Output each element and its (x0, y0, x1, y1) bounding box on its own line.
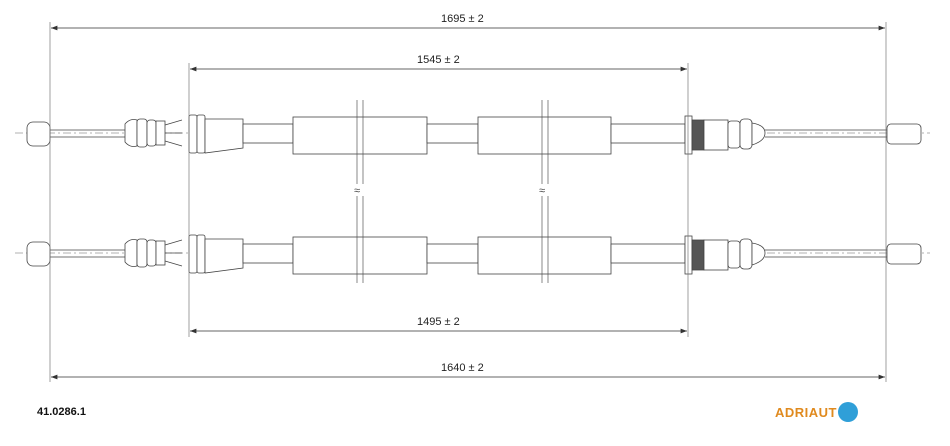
logo-text: ADRIAUT (775, 404, 837, 420)
cable-bottom (14, 234, 931, 275)
cable-top (14, 114, 931, 155)
dimension-label-overall-bottom: 1640 ± 2 (441, 362, 484, 374)
dimension-label-sheath-bottom: 1495 ± 2 (417, 316, 460, 328)
svg-text:≈: ≈ (354, 185, 360, 197)
extension-lines (49, 22, 887, 382)
dimension-label-overall-top: 1695 ± 2 (441, 13, 484, 25)
svg-text:≈: ≈ (539, 185, 545, 197)
brand-logo: ADRIAUT (775, 402, 858, 422)
logo-badge-icon (838, 402, 858, 422)
part-number: 41.0286.1 (37, 406, 86, 418)
dimension-label-sheath-top: 1545 ± 2 (417, 54, 460, 66)
